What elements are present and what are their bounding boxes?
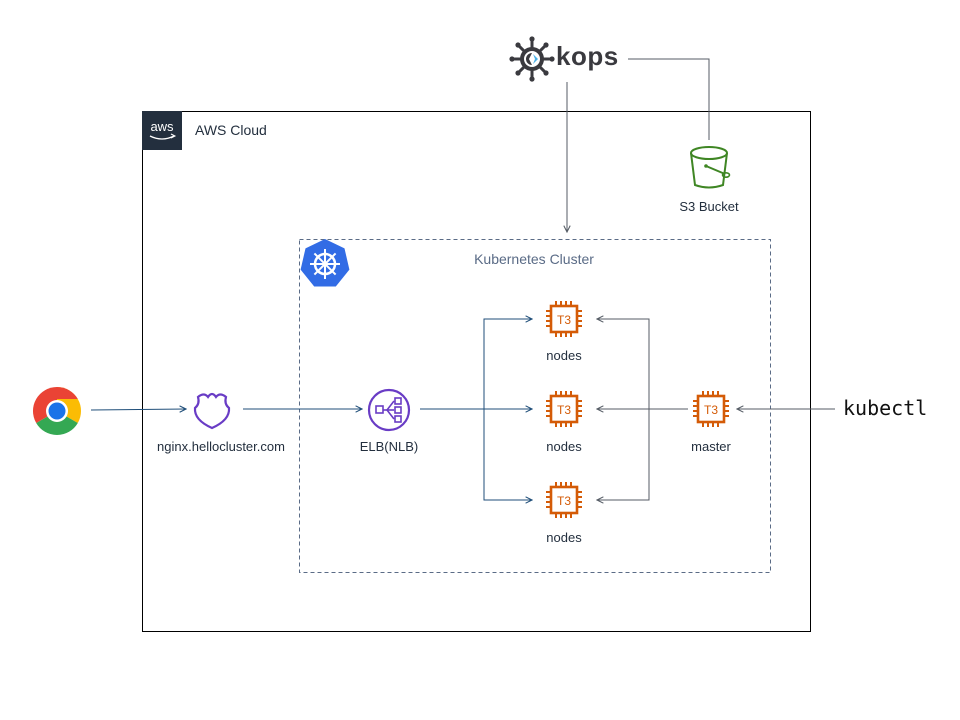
ec2-master-icon: T3	[691, 389, 731, 429]
chrome-icon[interactable]	[32, 387, 82, 436]
master-to-node1-arrow	[597, 319, 650, 409]
s3-bucket-icon	[690, 146, 731, 189]
aws-cloud-boundary	[142, 111, 811, 632]
kubernetes-cluster-boundary	[299, 239, 771, 573]
aws-logo-icon: aws	[142, 111, 182, 150]
kops-helm-icon	[509, 36, 555, 82]
master-label: master	[691, 439, 731, 454]
kops-to-s3-connector	[628, 58, 710, 140]
elb-to-node3-arrow	[483, 409, 532, 500]
svg-text:T3: T3	[557, 403, 571, 417]
svg-text:T3: T3	[557, 494, 571, 508]
elb-label: ELB(NLB)	[359, 439, 419, 454]
svg-text:aws: aws	[150, 119, 174, 134]
svg-text:T3: T3	[704, 403, 718, 417]
node-label: nodes	[546, 530, 582, 545]
aws-cloud-label: AWS Cloud	[195, 122, 267, 138]
kubectl-label: kubectl	[843, 396, 928, 420]
ec2-node-icon: T3	[544, 480, 584, 520]
elb-to-node1-arrow	[483, 319, 532, 409]
kubernetes-cluster-label: Kubernetes Cluster	[474, 251, 594, 267]
kubernetes-icon	[300, 239, 350, 287]
node-label: nodes	[546, 439, 582, 454]
route53-shield-icon	[193, 392, 231, 430]
s3-bucket-label: S3 Bucket	[679, 199, 739, 214]
ec2-node-icon: T3	[544, 299, 584, 339]
kops-label: kops	[556, 41, 619, 71]
master-to-node3-arrow	[597, 409, 650, 500]
svg-text:T3: T3	[557, 313, 571, 327]
dns-label: nginx.hellocluster.com	[157, 439, 285, 454]
chrome-to-dns-arrow	[90, 409, 186, 410]
ec2-node-icon: T3	[544, 389, 584, 429]
node-label: nodes	[546, 348, 582, 363]
load-balancer-icon	[367, 388, 411, 432]
